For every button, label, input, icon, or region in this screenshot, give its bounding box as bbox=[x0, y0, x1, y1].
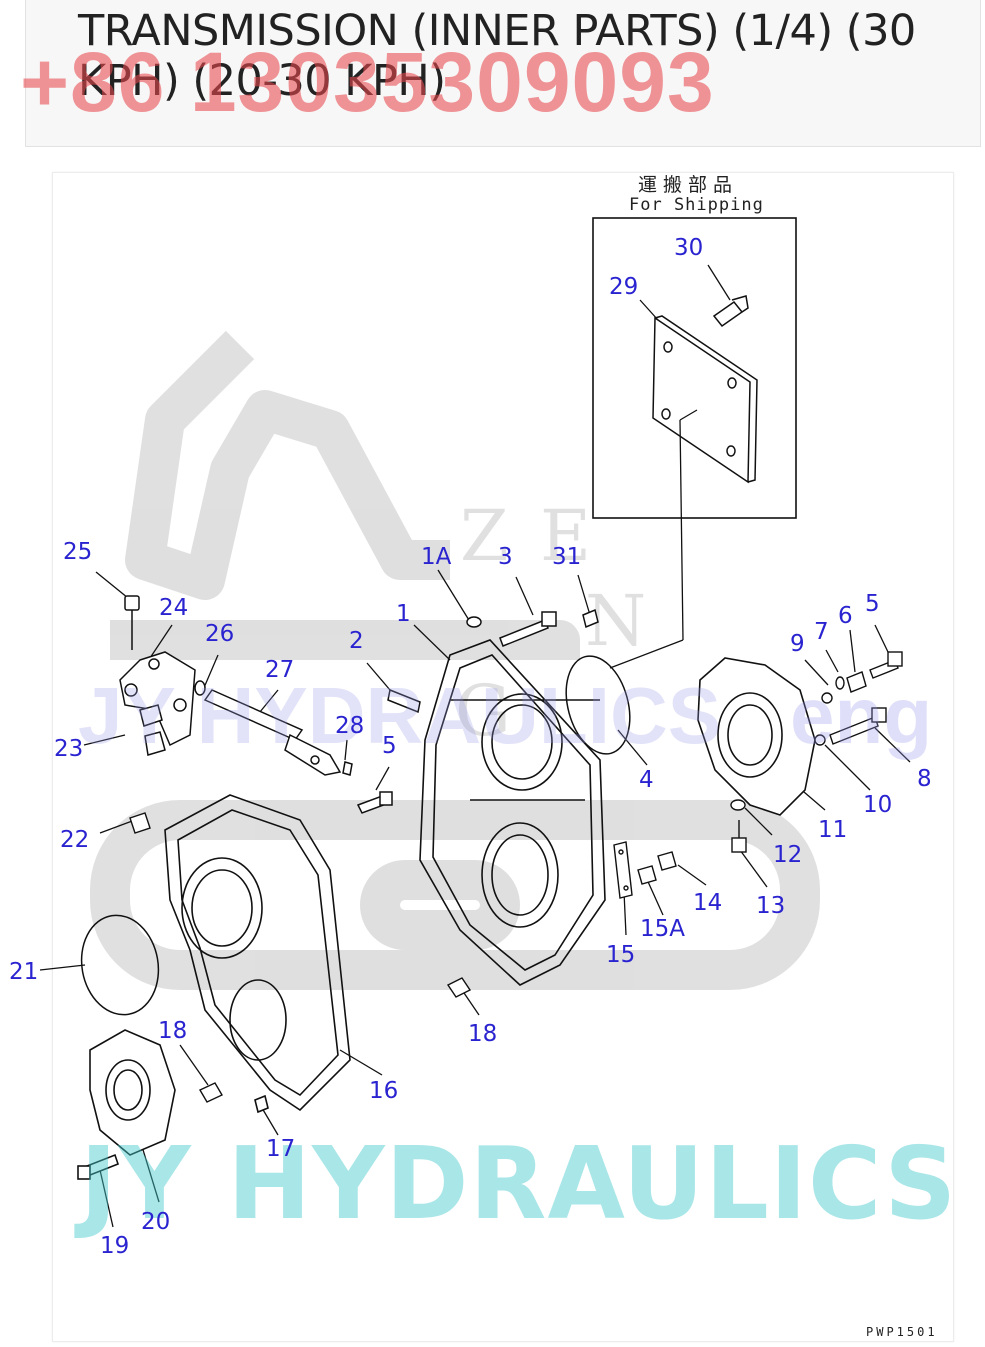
part-label-28: 28 bbox=[335, 713, 365, 739]
faded-logo-watermark bbox=[90, 330, 820, 990]
part-label-13: 13 bbox=[756, 893, 786, 919]
part-label-1A: 1A bbox=[421, 544, 452, 570]
part-label-5-left: 5 bbox=[382, 733, 397, 759]
part-label-15: 15 bbox=[606, 942, 636, 968]
title-bar: TRANSMISSION (INNER PARTS) (1/4) (30 KPH… bbox=[25, 0, 981, 147]
housing-16 bbox=[164, 794, 351, 1112]
brand-watermark-blue: JY HYDRAULICS bbox=[78, 671, 722, 760]
part-label-27: 27 bbox=[265, 657, 295, 683]
japanese-shipping-label: 運搬部品 bbox=[638, 174, 739, 196]
part-label-15A: 15A bbox=[640, 916, 686, 942]
oring-21 bbox=[80, 914, 160, 1016]
part-label-2: 2 bbox=[349, 628, 364, 654]
bolt-30 bbox=[712, 295, 749, 328]
plate-29 bbox=[652, 315, 758, 484]
part-label-18-center: 18 bbox=[468, 1021, 498, 1047]
part-label-11: 11 bbox=[818, 817, 848, 843]
part-label-1: 1 bbox=[396, 601, 411, 627]
shift-lever-assembly bbox=[119, 595, 353, 776]
part-label-31: 31 bbox=[552, 544, 582, 570]
phone-watermark: +86 13035309093 bbox=[20, 35, 715, 129]
brand-watermark-cyan: JY HYDRAULICS bbox=[80, 1125, 958, 1242]
svg-text:E: E bbox=[540, 495, 591, 577]
part-label-8: 8 bbox=[917, 766, 932, 792]
part-label-12: 12 bbox=[773, 842, 803, 868]
part-label-9: 9 bbox=[790, 631, 805, 657]
part-label-30: 30 bbox=[674, 235, 704, 261]
part-label-16: 16 bbox=[369, 1078, 399, 1104]
part-label-25: 25 bbox=[63, 539, 93, 565]
drawing-code: PWP1501 bbox=[866, 1325, 938, 1339]
part-label-26: 26 bbox=[205, 621, 235, 647]
cover-11 bbox=[697, 657, 816, 816]
oring-4 bbox=[565, 655, 631, 755]
plate-15-parts bbox=[613, 841, 677, 899]
page-title: TRANSMISSION (INNER PARTS) (1/4) (30 KPH… bbox=[78, 6, 916, 106]
svg-text:Z: Z bbox=[460, 495, 509, 577]
small-parts-right bbox=[730, 651, 903, 853]
part-label-23: 23 bbox=[54, 736, 84, 762]
part-label-18-left: 18 bbox=[158, 1018, 188, 1044]
part-label-24: 24 bbox=[159, 595, 189, 621]
part-label-29: 29 bbox=[609, 274, 639, 300]
part-label-3: 3 bbox=[498, 544, 513, 570]
svg-text:G: G bbox=[455, 670, 511, 752]
part-label-6: 6 bbox=[838, 603, 853, 629]
cover-20 bbox=[77, 1029, 269, 1180]
part-label-22: 22 bbox=[60, 827, 90, 853]
part-label-4: 4 bbox=[639, 767, 654, 793]
part-label-20: 20 bbox=[141, 1209, 171, 1235]
pins bbox=[129, 812, 472, 1103]
part-label-21: 21 bbox=[9, 959, 39, 985]
part-label-7: 7 bbox=[814, 619, 829, 645]
part-label-19: 19 bbox=[100, 1233, 130, 1259]
part-label-5-right: 5 bbox=[865, 591, 880, 617]
brand-watermark-eng: eng bbox=[790, 671, 933, 760]
part-label-14: 14 bbox=[693, 890, 723, 916]
shipping-box bbox=[592, 217, 797, 519]
housing-1 bbox=[419, 639, 606, 986]
part-label-17: 17 bbox=[266, 1136, 296, 1162]
part-label-10: 10 bbox=[863, 792, 893, 818]
shipping-label: For Shipping bbox=[629, 195, 764, 215]
bolts-upper bbox=[356, 608, 599, 814]
